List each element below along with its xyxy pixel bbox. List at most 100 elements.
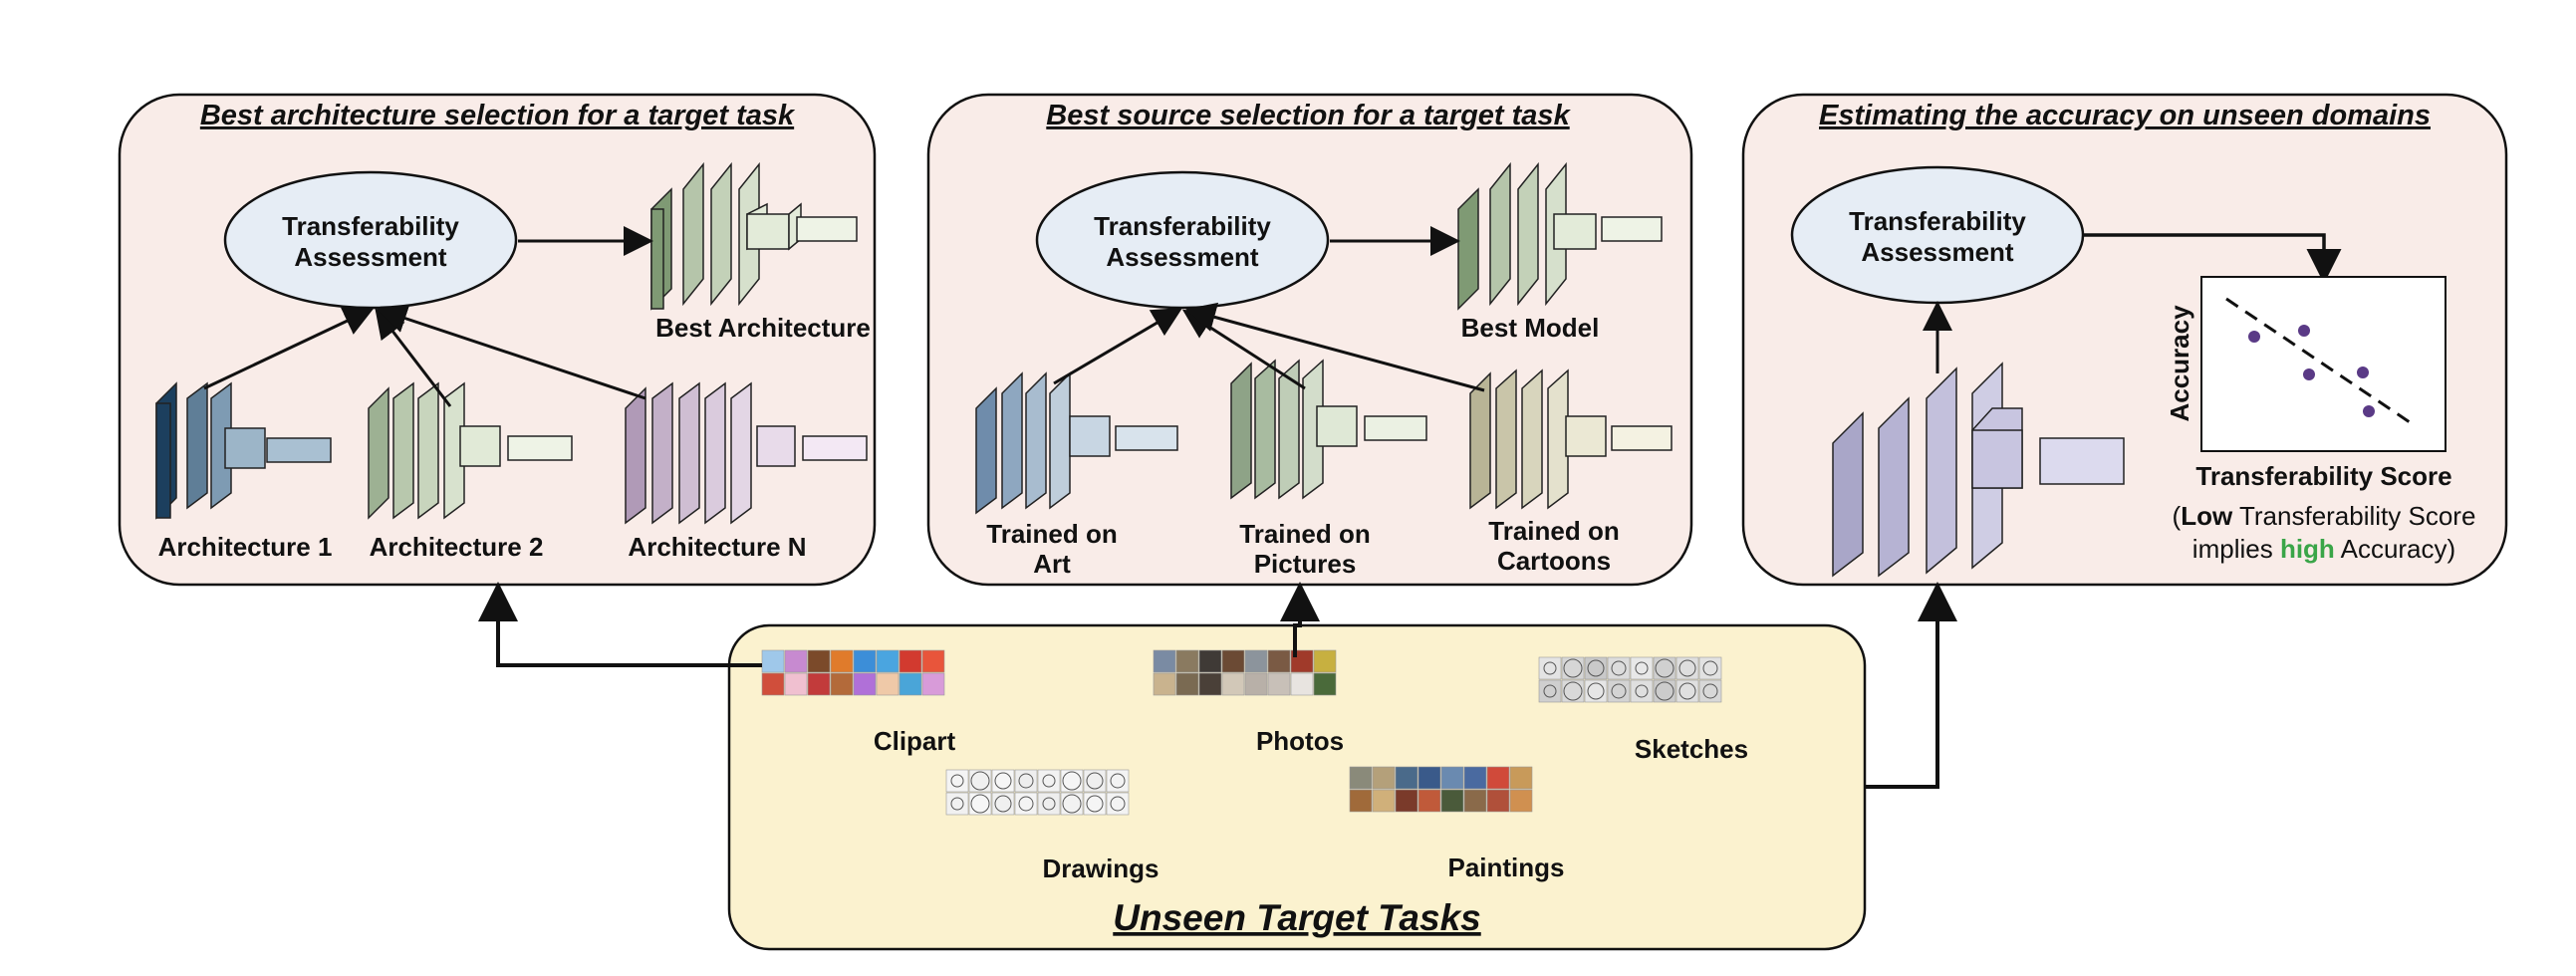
thumbnail-image [945,792,969,816]
thumbnail-image [1198,649,1222,673]
sketch-stroke [970,771,990,791]
sketch-stroke [1563,658,1583,678]
thumbnail-image [1463,789,1487,813]
thumbnail-image [921,672,945,696]
sketch-stroke [1018,773,1034,789]
scatter-point [2303,368,2315,380]
thumbnail-image [1698,656,1722,680]
thumbnail-image [899,649,922,673]
unseen-target-tasks-panel: Unseen Target Tasks Clipart Photos Sketc… [727,623,1867,951]
architecture-1-network-icon [155,381,332,520]
sketch-stroke [1042,774,1056,788]
thumbnail-image [1267,649,1291,673]
thumbnail-image [1372,789,1396,813]
thumbnail-image [1106,769,1130,793]
cartoons-label-line1: Trained on [1488,516,1619,546]
domain-thumbnails [761,649,1722,816]
thumbnail-image [1153,672,1176,696]
thumbnail-image [1244,649,1268,673]
assessment-label-line1: Transferability [282,211,459,241]
sketches-grid [1538,656,1722,703]
thumbnail-image [1538,656,1562,680]
thumbnail-image [807,649,831,673]
assessment-label-line2: Assessment [1106,242,1259,272]
thumbnail-image [1486,766,1510,790]
transferability-assessment-node: Transferability Assessment [223,170,518,310]
cartoons-model-network-icon [1469,368,1673,510]
arrow-art-to-assessment [1053,307,1183,385]
sketch-stroke [1086,795,1104,813]
thumbnail-image [1561,656,1585,680]
target-tasks-title: Unseen Target Tasks [1113,897,1480,938]
thumbnail-image [1349,789,1373,813]
thumbnail-image [1349,766,1373,790]
thumbnail-image [1014,769,1038,793]
thumbnail-image [1267,672,1291,696]
thumbnail-image [921,649,945,673]
thumbnail-image [1463,766,1487,790]
sketch-stroke [1587,682,1605,700]
assessment-label-line2: Assessment [294,242,447,272]
thumbnail-image [1221,649,1245,673]
pictures-label-line1: Trained on [1239,519,1370,549]
thumbnail-image [1221,672,1245,696]
thumbnail-image [899,672,922,696]
sketch-stroke [1611,660,1627,676]
sketch-stroke [1655,658,1674,678]
sketch-stroke [1655,681,1674,701]
best-model-network-icon [1457,161,1663,311]
assessment-label-line2: Assessment [1861,237,2014,267]
thumbnail-image [1175,649,1199,673]
sketch-stroke [1062,771,1082,791]
thumbnail-image [853,649,877,673]
arrow-targets-to-source-panel [1280,582,1320,657]
thumbnail-image [1037,769,1061,793]
plot-note-line1: (Low Transferability Score [2173,501,2476,531]
thumbnail-image [1509,789,1533,813]
sketch-stroke [1543,661,1557,675]
thumbnail-image [1653,656,1676,680]
architecture-1-label: Architecture 1 [158,532,333,562]
arrow-targets-to-architecture-panel [478,582,762,667]
thumbnail-image [1175,672,1199,696]
art-label-line1: Trained on [986,519,1117,549]
thumbnail-image [1037,792,1061,816]
assessment-label-line1: Transferability [1094,211,1271,241]
thumbnail-image [1372,766,1396,790]
arrow-targets-to-accuracy-panel [1865,582,1957,789]
thumbnail-image [968,769,992,793]
sketch-stroke [994,772,1012,790]
sketch-stroke [1635,661,1649,675]
thumbnail-image [1198,672,1222,696]
thumbnail-image [784,649,808,673]
paintings-label: Paintings [1447,853,1564,882]
source-panel: Best source selection for a target task … [926,93,1693,587]
sketch-stroke [1110,796,1126,812]
best-architecture-network-icon [650,161,858,311]
sketch-stroke [1611,683,1627,699]
arrow-archn-to-assessment [377,304,646,400]
architecture-2-network-icon [368,381,573,520]
thumbnail-image [1313,672,1337,696]
scatter-point [2298,325,2310,337]
art-model-network-icon [975,371,1178,515]
thumbnail-image [945,769,969,793]
paintings-grid [1349,766,1533,813]
thumbnail-image [1538,679,1562,703]
sketch-stroke [994,795,1012,813]
photos-label: Photos [1256,726,1344,756]
thumbnail-image [853,672,877,696]
thumbnail-image [761,672,785,696]
thumbnail-image [1244,672,1268,696]
sketches-label: Sketches [1635,734,1748,764]
scatter-point [2248,331,2260,343]
thumbnail-image [1607,656,1631,680]
accuracy-panel-title: Estimating the accuracy on unseen domain… [1819,100,2431,131]
architecture-panel: Best architecture selection for a target… [118,93,877,587]
cartoons-label-line2: Cartoons [1497,546,1611,576]
drawings-label: Drawings [1042,854,1159,883]
thumbnail-image [1561,679,1585,703]
art-label-line2: Art [1033,549,1071,579]
scatter-point [2357,366,2369,378]
